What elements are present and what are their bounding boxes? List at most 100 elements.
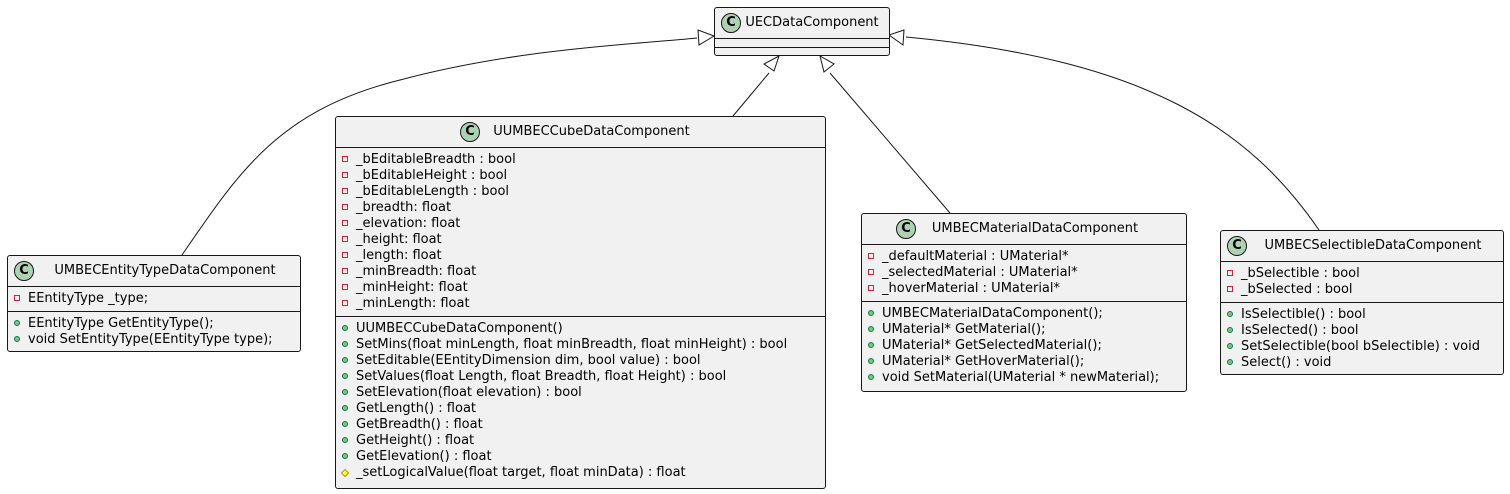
field-row: _length: float	[342, 248, 825, 264]
field-text: _height: float	[356, 232, 442, 247]
link-entity-type	[181, 37, 698, 256]
field-text: _breadth: float	[356, 200, 452, 215]
field-text: _elevation: float	[356, 216, 461, 231]
field-text: _minLength: float	[356, 296, 470, 311]
field-row: _minHeight: float	[342, 280, 825, 296]
class-name: UECDataComponent	[745, 15, 879, 30]
field-row: _height: float	[342, 232, 825, 248]
link-material	[829, 72, 951, 214]
private-visibility-icon	[342, 284, 348, 290]
private-visibility-icon	[342, 220, 348, 226]
method-row: GetLength() : float	[342, 401, 825, 417]
method-row: UUMBECCubeDataComponent()	[342, 321, 825, 337]
method-text: _setLogicalValue(float target, float min…	[356, 465, 686, 480]
method-row: SetElevation(float elevation) : bool	[342, 385, 825, 401]
method-row: EEntityType GetEntityType();	[14, 316, 300, 332]
method-text: UMaterial* GetSelectedMaterial();	[882, 338, 1102, 353]
method-row: GetBreadth() : float	[342, 417, 825, 433]
field-text: _bEditableHeight : bool	[356, 168, 508, 183]
methods-section: UUMBECCubeDataComponent()SetMins(float m…	[336, 316, 825, 485]
private-visibility-icon	[868, 285, 874, 291]
private-visibility-icon	[342, 156, 348, 162]
private-visibility-icon	[342, 236, 348, 242]
method-row: SetValues(float Length, float Breadth, f…	[342, 369, 825, 385]
class-stereotype-icon: C	[1227, 236, 1247, 256]
method-row: UMaterial* GetSelectedMaterial();	[868, 338, 1186, 354]
private-visibility-icon	[868, 253, 874, 259]
field-row: _hoverMaterial : UMaterial*	[868, 281, 1186, 297]
method-text: void SetEntityType(EEntityType type);	[28, 332, 273, 347]
class-uecdatacomponent[interactable]: C UECDataComponent	[714, 7, 890, 56]
link-selectible	[905, 36, 1320, 231]
public-visibility-icon	[14, 336, 20, 342]
class-umbecentitytypedatacomponent[interactable]: C UMBECEntityTypeDataComponent EEntityTy…	[7, 255, 301, 352]
public-visibility-icon	[342, 357, 348, 363]
private-visibility-icon	[868, 269, 874, 275]
fields-section: EEntityType _type;	[8, 286, 300, 311]
methods-section: UMBECMaterialDataComponent();UMaterial* …	[862, 301, 1186, 390]
public-visibility-icon	[342, 437, 348, 443]
field-text: _length: float	[356, 248, 442, 263]
private-visibility-icon	[14, 295, 20, 301]
method-row: GetElevation() : float	[342, 449, 825, 465]
private-visibility-icon	[1227, 270, 1233, 276]
field-row: _elevation: float	[342, 216, 825, 232]
class-uumbeccubedatacomponent[interactable]: C UUMBECCubeDataComponent _bEditableBrea…	[335, 116, 826, 489]
field-row: _bEditableLength : bool	[342, 184, 825, 200]
arrowhead-entity-type	[697, 29, 716, 46]
method-text: UMaterial* GetMaterial();	[882, 322, 1046, 337]
class-umbecselectibledatacomponent[interactable]: C UMBECSelectibleDataComponent _bSelecti…	[1220, 230, 1504, 375]
public-visibility-icon	[1227, 311, 1233, 317]
class-umbecmaterialdatacomponent[interactable]: C UMBECMaterialDataComponent _defaultMat…	[861, 213, 1187, 392]
method-row: void SetMaterial(UMaterial * newMaterial…	[868, 370, 1186, 386]
field-row: _bEditableBreadth : bool	[342, 152, 825, 168]
private-visibility-icon	[342, 300, 348, 306]
arrowhead-selectible	[887, 29, 905, 46]
class-stereotype-icon: C	[14, 261, 34, 281]
public-visibility-icon	[1227, 359, 1233, 365]
public-visibility-icon	[342, 421, 348, 427]
field-text: _bSelectible : bool	[1241, 266, 1360, 281]
method-row: UMBECMaterialDataComponent();	[868, 306, 1186, 322]
field-row: _bSelected : bool	[1227, 282, 1503, 298]
field-text: _bSelected : bool	[1241, 282, 1353, 297]
field-text: _defaultMaterial : UMaterial*	[882, 249, 1069, 264]
public-visibility-icon	[342, 453, 348, 459]
method-row: SetEditable(EEntityDimension dim, bool v…	[342, 353, 825, 369]
method-text: IsSelected() : bool	[1241, 323, 1359, 338]
method-text: SetElevation(float elevation) : bool	[356, 385, 582, 400]
method-text: SetSelectible(bool bSelectible) : void	[1241, 339, 1480, 354]
field-row: EEntityType _type;	[14, 291, 300, 307]
private-visibility-icon	[342, 268, 348, 274]
method-text: void SetMaterial(UMaterial * newMaterial…	[882, 370, 1160, 385]
field-text: _bEditableLength : bool	[356, 184, 510, 199]
method-row: UMaterial* GetHoverMaterial();	[868, 354, 1186, 370]
class-stereotype-icon: C	[721, 13, 741, 33]
public-visibility-icon	[868, 342, 874, 348]
public-visibility-icon	[342, 389, 348, 395]
fields-section	[715, 38, 889, 47]
public-visibility-icon	[868, 358, 874, 364]
class-name: UMBECMaterialDataComponent	[931, 221, 1139, 236]
class-stereotype-icon: C	[896, 219, 916, 239]
public-visibility-icon	[868, 310, 874, 316]
method-row: SetMins(float minLength, float minBreadt…	[342, 337, 825, 353]
private-visibility-icon	[342, 252, 348, 258]
private-visibility-icon	[342, 188, 348, 194]
method-row: GetHeight() : float	[342, 433, 825, 449]
class-name: UMBECEntityTypeDataComponent	[54, 263, 276, 278]
fields-section: _bEditableBreadth : bool_bEditableHeight…	[336, 147, 825, 316]
link-cube	[732, 72, 770, 117]
public-visibility-icon	[1227, 343, 1233, 349]
method-row: UMaterial* GetMaterial();	[868, 322, 1186, 338]
method-text: GetHeight() : float	[356, 433, 475, 448]
public-visibility-icon	[342, 341, 348, 347]
methods-section: EEntityType GetEntityType();void SetEnti…	[8, 311, 300, 352]
method-text: SetMins(float minLength, float minBreadt…	[356, 337, 788, 352]
field-text: _selectedMaterial : UMaterial*	[882, 265, 1078, 280]
public-visibility-icon	[342, 325, 348, 331]
arrowhead-material	[819, 54, 835, 73]
field-row: _minLength: float	[342, 296, 825, 312]
